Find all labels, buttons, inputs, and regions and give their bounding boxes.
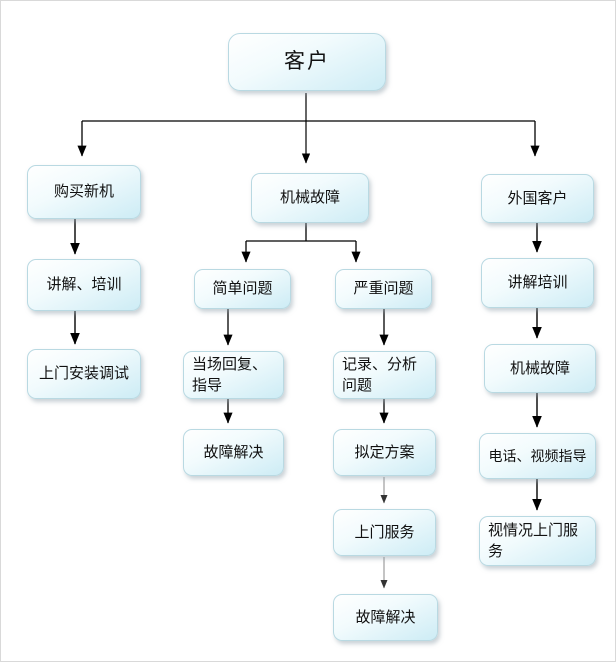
flow-node-draft-plan: 拟定方案	[333, 429, 436, 476]
flow-node-simple-problem: 简单问题	[194, 269, 291, 309]
flow-node-record-analyze-problem: 记录、分析问题	[333, 351, 436, 399]
flow-node-serious-problem: 严重问题	[335, 269, 432, 309]
flow-node-phone-video-guide: 电话、视频指导	[479, 433, 596, 479]
flow-node-failure-solved-b: 故障解决	[333, 594, 438, 641]
flow-node-mech-failure: 机械故障	[251, 173, 369, 223]
flow-node-foreign-customer: 外国客户	[481, 174, 594, 223]
flow-node-onsite-service: 上门服务	[333, 509, 436, 556]
flow-node-buy-new-machine: 购买新机	[27, 165, 141, 219]
flow-node-explain-training: 讲解培训	[481, 258, 594, 308]
flow-node-onsite-install-debug: 上门安装调试	[27, 349, 141, 399]
flow-node-mech-failure-2: 机械故障	[484, 344, 596, 393]
flow-node-customer: 客户	[228, 33, 386, 91]
flow-node-onsite-service-case: 视情况上门服务	[479, 516, 596, 566]
flow-node-failure-solved-a: 故障解决	[183, 429, 284, 476]
flow-node-onspot-reply-guide: 当场回复、指导	[183, 351, 284, 399]
flow-node-explain-and-training: 讲解、培训	[27, 259, 141, 311]
